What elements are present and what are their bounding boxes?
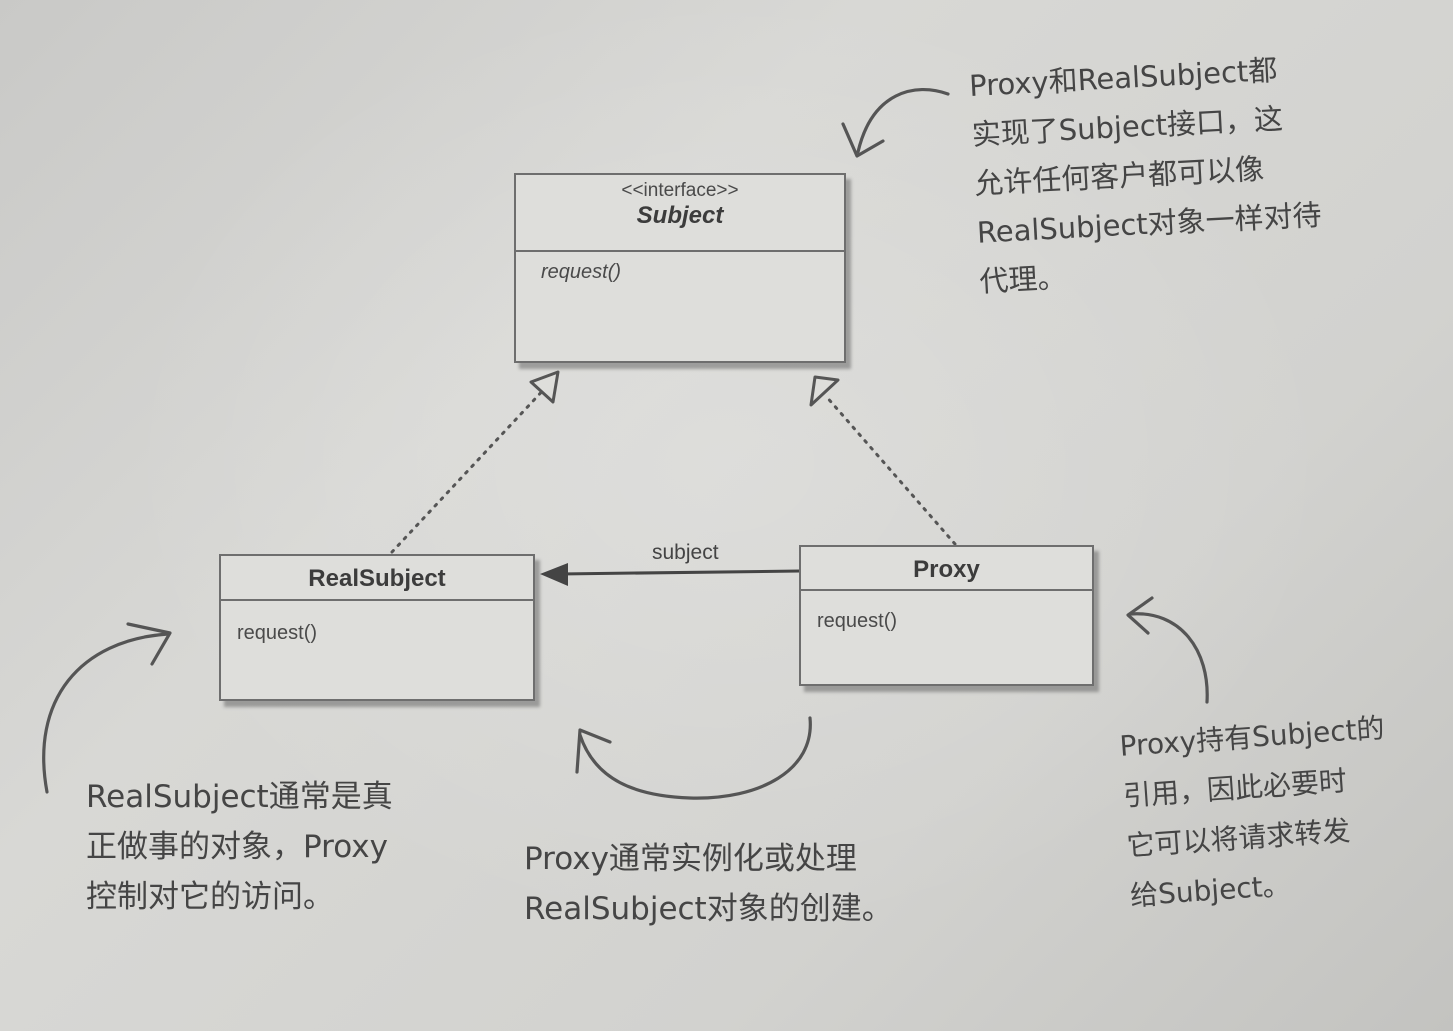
hand-arrowhead-right	[1126, 596, 1154, 635]
hand-arrow-left	[42, 632, 170, 794]
realization-arrowhead-left	[529, 370, 560, 404]
note-bottom-center-line: RealSubject对象的创建。	[524, 891, 893, 927]
association-arrowhead	[540, 563, 568, 586]
proxy-header: Proxy	[801, 547, 1092, 591]
subject-method: request()	[541, 261, 622, 283]
note-bottom-center-line: Proxy通常实例化或处理	[524, 841, 857, 877]
note-bottom-left: RealSubject通常是真 正做事的对象，Proxy 控制对它的访问。	[86, 772, 393, 922]
note-bottom-left-line: RealSubject通常是真	[86, 779, 393, 815]
hand-arrowhead-center	[575, 728, 612, 774]
proxy-class-box: Proxy request()	[799, 545, 1094, 686]
association-line	[559, 569, 801, 576]
proxy-method: request()	[817, 610, 898, 632]
note-bottom-center: Proxy通常实例化或处理 RealSubject对象的创建。	[524, 834, 893, 934]
note-top-right: Proxy和RealSubject都 实现了Subject接口，这 允许任何客户…	[968, 44, 1325, 307]
realization-line-proxy	[823, 393, 957, 546]
subject-class-name: Subject	[636, 202, 724, 229]
note-bottom-left-line: 正做事的对象，Proxy	[86, 829, 388, 865]
note-bottom-right: Proxy持有Subject的 引用，因此必要时 它可以将请求转发 给Subje…	[1118, 703, 1397, 921]
subject-interface-box: <<interface>> Subject request()	[514, 173, 846, 363]
proxy-class-name: Proxy	[913, 556, 980, 583]
hand-arrow-center	[578, 716, 812, 800]
hand-arrowhead-left	[126, 622, 172, 666]
hand-arrowhead-top	[841, 122, 885, 158]
realization-line-realsubject	[390, 383, 550, 554]
subject-header: <<interface>> Subject	[516, 175, 844, 252]
subject-stereotype: <<interface>>	[621, 180, 739, 201]
realsubject-method: request()	[237, 622, 318, 644]
association-label: subject	[652, 541, 719, 564]
realsubject-header: RealSubject	[221, 556, 533, 601]
hand-arrow-top	[856, 87, 950, 154]
realsubject-class-name: RealSubject	[308, 565, 446, 592]
hand-arrow-right	[1128, 612, 1209, 704]
realsubject-class-box: RealSubject request()	[219, 554, 535, 701]
note-bottom-left-line: 控制对它的访问。	[86, 879, 334, 915]
realization-arrowhead-right	[809, 375, 840, 407]
